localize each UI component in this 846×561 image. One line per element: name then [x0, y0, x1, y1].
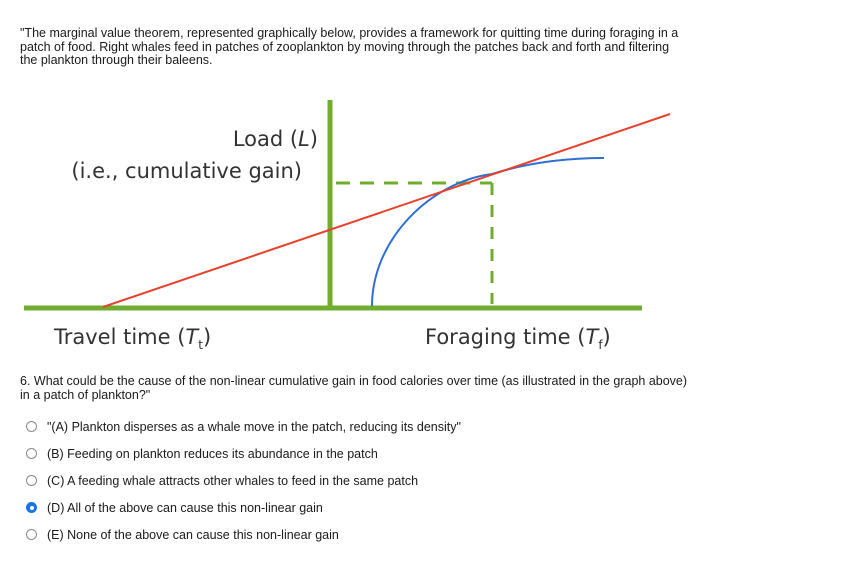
y-axis-label-gain: (i.e., cumulative gain)	[71, 159, 302, 183]
x-axis-label-foraging-time: Foraging time (Tf)	[425, 325, 611, 352]
option-label: "(A) Plankton disperses as a whale move …	[47, 419, 461, 434]
question-text: 6. What could be the cause of the non-li…	[20, 374, 688, 402]
radio-button[interactable]	[26, 421, 37, 432]
marginal-value-diagram: Load (L) (i.e., cumulative gain) Travel …	[24, 100, 671, 352]
option-label: (B) Feeding on plankton reduces its abun…	[47, 446, 378, 461]
x-axis-label-travel-time: Travel time (Tt)	[53, 325, 211, 352]
tangent-line	[102, 113, 671, 308]
y-axis-label-load: Load (L)	[233, 127, 318, 151]
question-intro: "The marginal value theorem, represented…	[20, 26, 679, 67]
option-e[interactable]: (E) None of the above can cause this non…	[26, 521, 461, 548]
option-c[interactable]: (C) A feeding whale attracts other whale…	[26, 467, 461, 494]
option-label: (D) All of the above can cause this non-…	[47, 500, 323, 515]
option-b[interactable]: (B) Feeding on plankton reduces its abun…	[26, 440, 461, 467]
answer-options: "(A) Plankton disperses as a whale move …	[26, 413, 461, 548]
option-d[interactable]: (D) All of the above can cause this non-…	[26, 494, 461, 521]
radio-button-selected[interactable]	[26, 502, 37, 513]
option-label: (C) A feeding whale attracts other whale…	[47, 473, 419, 488]
radio-button[interactable]	[26, 475, 37, 486]
radio-button[interactable]	[26, 529, 37, 540]
cumulative-gain-curve	[371, 157, 605, 307]
radio-button[interactable]	[26, 448, 37, 459]
option-a[interactable]: "(A) Plankton disperses as a whale move …	[26, 413, 461, 440]
option-label: (E) None of the above can cause this non…	[47, 527, 339, 542]
